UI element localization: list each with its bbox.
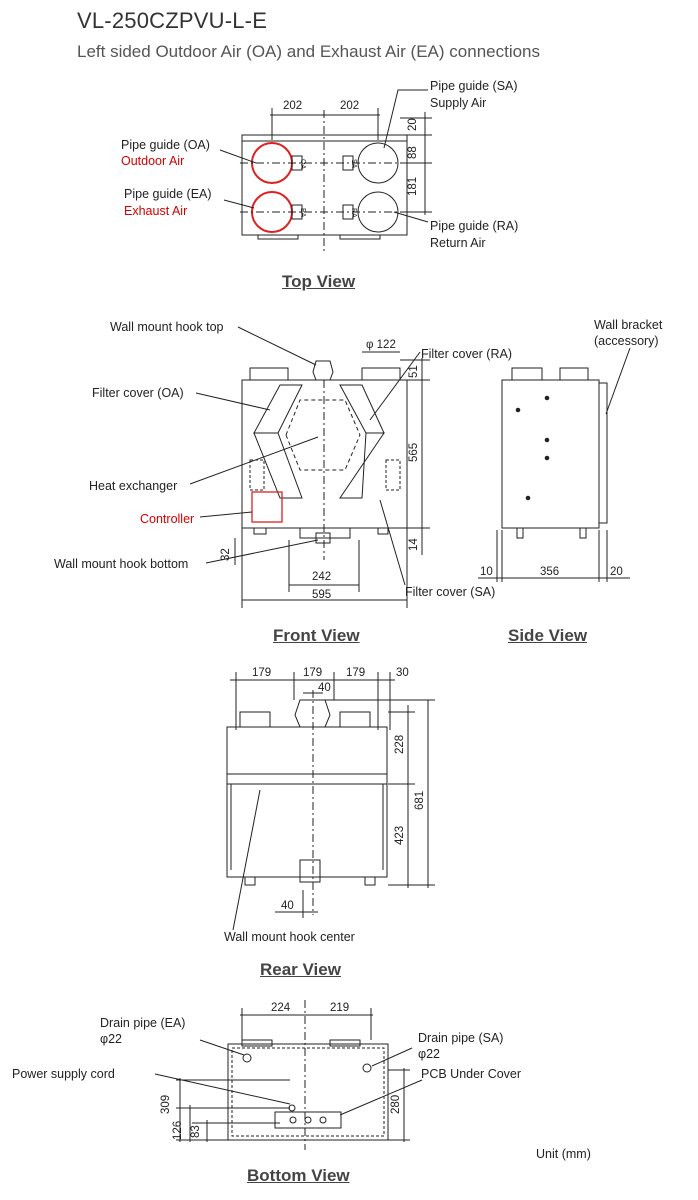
pipe-tag-ra: RA: [350, 208, 357, 218]
top-dim-20: 20: [407, 118, 419, 131]
rear-view-drawing: [226, 672, 435, 931]
bottom-view-title: Bottom View: [247, 1166, 350, 1185]
pcb-under-cover-label: PCB Under Cover: [421, 1067, 522, 1081]
pipe-guide-ra-label: Pipe guide (RA): [430, 219, 519, 233]
side-dim-20: 20: [610, 566, 623, 578]
unit-label: Unit (mm): [536, 1147, 591, 1161]
bottom-dim-219: 219: [330, 1002, 350, 1014]
power-supply-cord-label: Power supply cord: [12, 1067, 115, 1081]
bottom-dim-126: 126: [172, 1120, 184, 1140]
front-dim-phi122: φ 122: [366, 339, 396, 351]
bottom-dim-83: 83: [190, 1125, 202, 1138]
front-dim-565: 565: [408, 442, 420, 462]
heat-exchanger-label: Heat exchanger: [89, 479, 178, 493]
top-dim-88: 88: [407, 146, 419, 159]
pipe-guide-ea-label: Pipe guide (EA): [124, 187, 212, 201]
rear-dim-228: 228: [394, 734, 406, 754]
accessory-label: (accessory): [594, 334, 659, 348]
pipe-guide-sa-label: Pipe guide (SA): [430, 79, 518, 93]
front-dim-242: 242: [312, 571, 332, 583]
front-view-title: Front View: [273, 626, 360, 645]
rear-dim-40-top: 40: [318, 682, 331, 694]
rear-dim-179-c: 179: [346, 667, 366, 679]
side-view-drawing: [478, 347, 631, 582]
pipe-tag-ea: EA: [299, 208, 306, 218]
controller-label: Controller: [140, 512, 195, 526]
side-view-title: Side View: [508, 626, 588, 645]
side-dim-10: 10: [480, 566, 493, 578]
filter-cover-sa-label: Filter cover (SA): [405, 585, 496, 599]
model-title: VL-250CZPVU-L-E: [77, 8, 268, 33]
rear-dim-30: 30: [396, 667, 409, 679]
pipe-guide-oa-label: Pipe guide (OA): [121, 138, 210, 152]
front-dim-51: 51: [408, 365, 420, 378]
top-view-title: Top View: [282, 272, 356, 291]
bottom-dim-224: 224: [271, 1002, 291, 1014]
top-view-drawing: [219, 89, 432, 252]
top-dim-202-left: 202: [283, 100, 303, 112]
pipe-tag-sa: SA: [350, 159, 357, 169]
supply-air-label: Supply Air: [430, 96, 487, 110]
exhaust-air-label: Exhaust Air: [124, 204, 188, 218]
filter-cover-ra-label: Filter cover (RA): [421, 347, 512, 361]
drain-pipe-ea-label: Drain pipe (EA): [100, 1016, 186, 1030]
return-air-label: Return Air: [430, 236, 486, 250]
rear-dim-179-b: 179: [303, 667, 323, 679]
top-dim-181: 181: [407, 176, 419, 196]
outdoor-air-label: Outdoor Air: [121, 154, 185, 168]
front-dim-595: 595: [312, 589, 332, 601]
drain-pipe-sa-label: Drain pipe (SA): [418, 1031, 504, 1045]
drain-ea-phi22-label: φ22: [100, 1032, 123, 1046]
bottom-view-drawing: [154, 1000, 423, 1150]
pipe-tag-oa: OA: [299, 159, 306, 169]
side-dim-356: 356: [540, 566, 560, 578]
hook-top-label: Wall mount hook top: [110, 320, 224, 334]
front-view-drawing: [189, 326, 430, 608]
controller-box: [251, 491, 283, 523]
hook-center-label: Wall mount hook center: [224, 930, 355, 944]
rear-dim-423: 423: [394, 825, 406, 845]
front-dim-14: 14: [408, 538, 420, 551]
rear-dim-681: 681: [414, 790, 426, 810]
drain-sa-phi22-label: φ22: [418, 1047, 441, 1061]
rear-dim-40-bottom: 40: [281, 900, 294, 912]
subtitle: Left sided Outdoor Air (OA) and Exhaust …: [77, 42, 541, 61]
bottom-dim-280: 280: [390, 1094, 402, 1114]
wall-bracket-label: Wall bracket: [594, 318, 663, 332]
filter-cover-oa-label: Filter cover (OA): [92, 386, 184, 400]
top-dim-202-right: 202: [340, 100, 360, 112]
bottom-dim-309: 309: [160, 1094, 172, 1114]
rear-dim-179-a: 179: [252, 667, 272, 679]
front-dim-32: 32: [220, 548, 232, 561]
rear-view-title: Rear View: [260, 960, 341, 979]
hook-bottom-label: Wall mount hook bottom: [54, 557, 189, 571]
